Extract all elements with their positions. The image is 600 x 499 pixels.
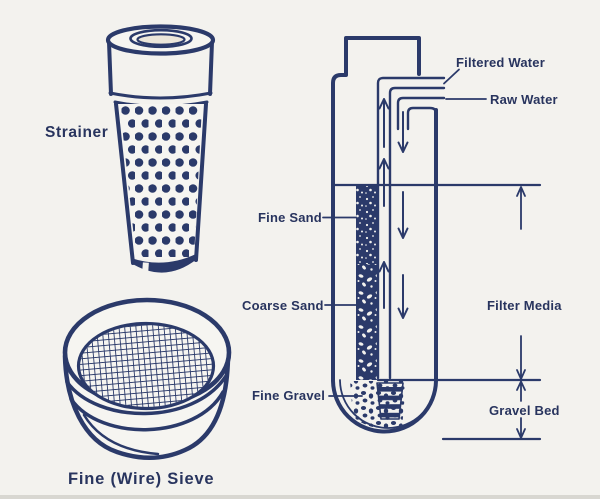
sieve-band-3 [82,413,160,456]
fine-sand-label: Fine Sand [258,210,322,225]
sieve-figure [62,297,232,460]
filter-vessel [322,36,542,441]
bottom-strainer-element [376,382,404,420]
sieve-band-1 [65,374,228,416]
raw-water-label: Raw Water [490,92,558,107]
filtered-water-label: Filtered Water [456,55,545,70]
filter-media-dim-top-arrow [516,186,526,230]
sieve-mesh-outline [76,321,216,411]
gravel-bed-dim-bottom-arrow [516,417,526,439]
filtered-water-leader [443,68,460,85]
raw-inlet-pipe-bottom [406,106,438,131]
sieve-mesh [80,325,212,407]
downflow-arrows [397,111,409,319]
sieve-label: Fine (Wire) Sieve [68,470,214,488]
filter-media-dim-bottom-arrow [516,335,526,380]
fine-sand-layer [356,186,379,264]
riser-tube-right-filtered-outlet-bottom [388,86,446,380]
fine-gravel-label: Fine Gravel [252,388,325,403]
strainer-collar-bottom [108,91,213,100]
dimension-arrows [516,186,526,439]
strainer-cone-left [114,102,135,265]
strainer-collar-left [107,40,113,96]
coarse-sand-label: Coarse Sand [242,298,324,313]
strainer-opening [136,33,186,46]
gravel-bed-dim-top-arrow [516,380,526,402]
riser-tube-left-filtered-outlet-top [376,76,446,380]
raw-inlet-pipe-top [396,96,446,131]
gravel-bed-label: Gravel Bed [489,403,560,418]
coarse-sand-layer [356,264,379,380]
strainer-perforations [120,106,202,257]
strainer-bottom-notch [142,262,149,274]
upflow-arrows [378,98,390,309]
filter-media-label: Filter Media [487,298,562,313]
strainer-label: Strainer [45,124,108,141]
strainer-cone-right [194,102,208,262]
vessel-inner-bottom [339,379,437,429]
strainer-collar-right [208,40,214,96]
strainer-figure [105,24,216,274]
sieve-band-2 [69,390,225,432]
strainer-rim-inner [129,28,193,49]
scan-edge-shadow [0,495,600,499]
leader-lines [322,68,487,397]
